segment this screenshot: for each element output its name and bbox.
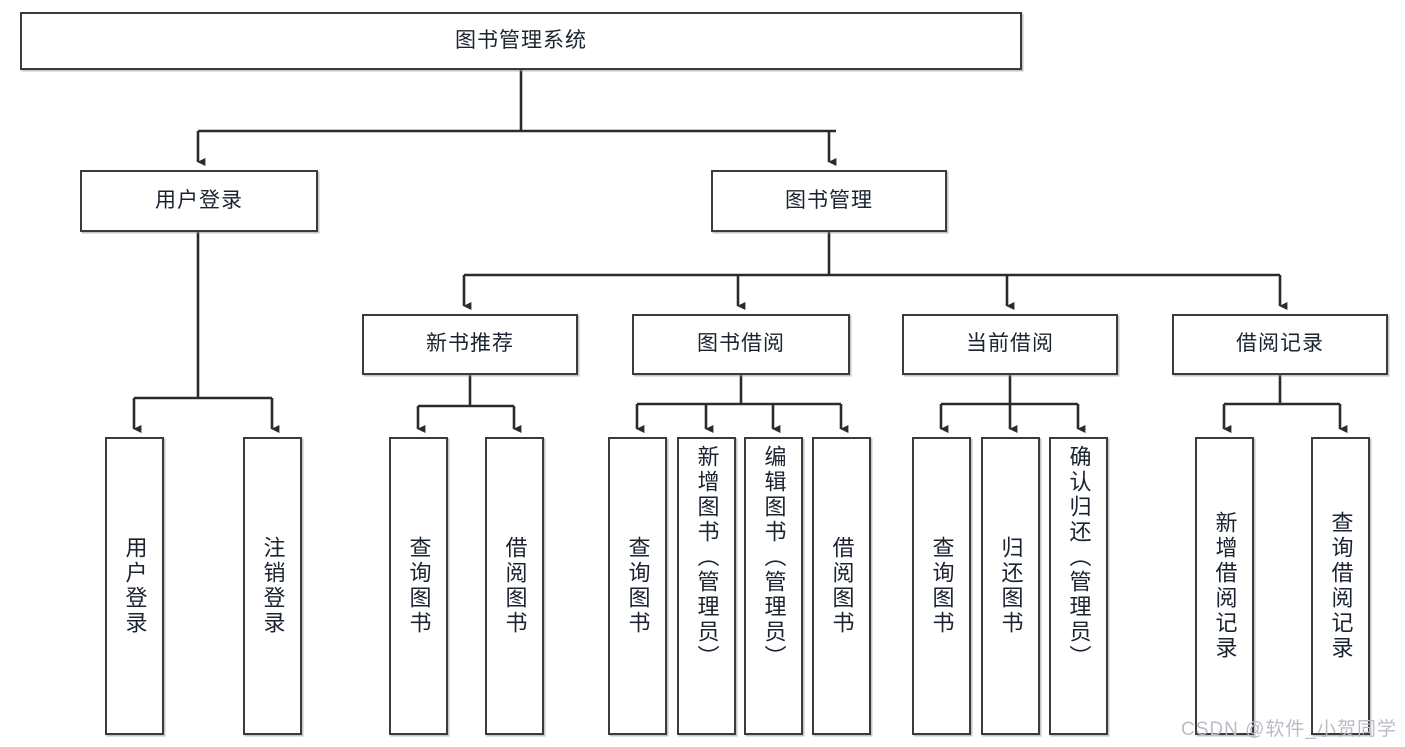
node-label: 用户登录 [155,188,243,212]
leaf-record-add-borrow-record[interactable]: 新增借阅记录 [1195,437,1254,735]
node-current-borrow[interactable]: 当前借阅 [902,314,1118,375]
leaf-borrow-edit-book-admin[interactable]: 编辑图书（管理员） [744,437,803,735]
leaf-borrow-add-book-admin[interactable]: 新增图书（管理员） [677,437,736,735]
node-label: 图书借阅 [697,332,785,356]
csdn-watermark: CSDN @软件_小贺同学 [1181,719,1397,740]
node-root[interactable]: 图书管理系统 [20,12,1022,70]
node-label: 用户登录 [122,536,148,636]
node-user-login[interactable]: 用户登录 [80,170,318,232]
node-label: 编辑图书（管理员） [761,445,787,670]
node-label: 注销登录 [260,536,286,636]
node-label: 归还图书 [998,536,1024,636]
leaf-current-confirm-return-admin[interactable]: 确认归还（管理员） [1049,437,1108,735]
node-label: 借阅图书 [829,536,855,636]
leaf-current-return-book[interactable]: 归还图书 [981,437,1040,735]
leaf-current-query-book[interactable]: 查询图书 [912,437,971,735]
node-label: 借阅图书 [502,536,528,636]
leaf-borrow-borrow-book[interactable]: 借阅图书 [812,437,871,735]
node-label: 查询图书 [406,536,432,636]
node-borrow-record[interactable]: 借阅记录 [1172,314,1388,375]
leaf-user-login[interactable]: 用户登录 [105,437,164,735]
node-label: 查询图书 [929,536,955,636]
node-label: 新书推荐 [426,332,514,356]
node-label: 新增借阅记录 [1212,511,1238,661]
leaf-newbook-query-book[interactable]: 查询图书 [389,437,448,735]
leaf-borrow-query-book[interactable]: 查询图书 [608,437,667,735]
node-book-borrow[interactable]: 图书借阅 [632,314,850,375]
node-label: 当前借阅 [966,332,1054,356]
node-book-management[interactable]: 图书管理 [711,170,947,232]
node-label: 借阅记录 [1236,332,1324,356]
leaf-record-query-borrow-record[interactable]: 查询借阅记录 [1311,437,1370,735]
node-label: 图书管理系统 [455,28,587,52]
node-new-book-recommend[interactable]: 新书推荐 [362,314,578,375]
leaf-newbook-borrow-book[interactable]: 借阅图书 [485,437,544,735]
node-label: 确认归还（管理员） [1066,445,1092,670]
node-label: 查询借阅记录 [1328,511,1354,661]
node-label: 图书管理 [785,188,873,212]
node-label: 新增图书（管理员） [694,445,720,670]
node-label: 查询图书 [625,536,651,636]
leaf-user-logout[interactable]: 注销登录 [243,437,302,735]
